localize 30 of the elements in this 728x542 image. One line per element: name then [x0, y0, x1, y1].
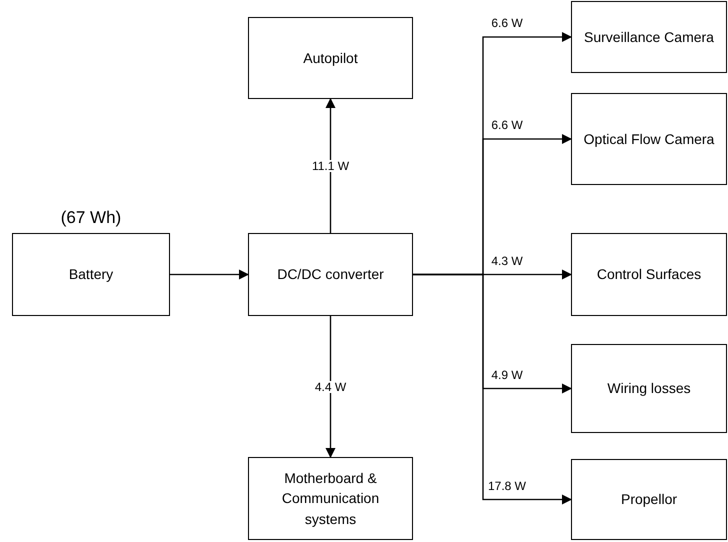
box-label: Control Surfaces [596, 265, 702, 284]
process-box [248, 457, 413, 540]
box-label: Autopilot [303, 48, 358, 68]
arrow [170, 270, 249, 280]
box-label: Motherboard & Communication systems [280, 469, 380, 529]
box-label: Optical Flow Camera [584, 130, 714, 149]
edge-label: 6.6 W [491, 17, 523, 29]
edge-label: 6.6 W [491, 119, 523, 131]
box-label: DC/DC converter [277, 265, 384, 284]
box-label: Wiring losses [607, 379, 691, 398]
edge-label: 17.8 W [488, 480, 526, 492]
edge-label: 4.3 W [491, 254, 523, 266]
arrow [413, 274, 572, 504]
box-label: Surveillance Camera [584, 28, 714, 47]
process-box [571, 1, 727, 73]
process-box [571, 93, 727, 185]
edge-label: 4.9 W [491, 368, 523, 380]
process-box [248, 233, 413, 316]
process-box [571, 233, 727, 316]
box-label: Propellor [620, 490, 678, 510]
arrow [326, 316, 336, 458]
process-box [571, 344, 727, 433]
process-box [12, 233, 170, 316]
capacity-label: (67 Wh) [60, 209, 122, 226]
box-label: Battery [68, 265, 114, 284]
arrow [326, 98, 336, 233]
process-box [571, 459, 727, 540]
edge-label: 11.1 W [310, 160, 352, 172]
edge-label: 4.4 W [312, 380, 348, 392]
process-box [248, 17, 413, 99]
